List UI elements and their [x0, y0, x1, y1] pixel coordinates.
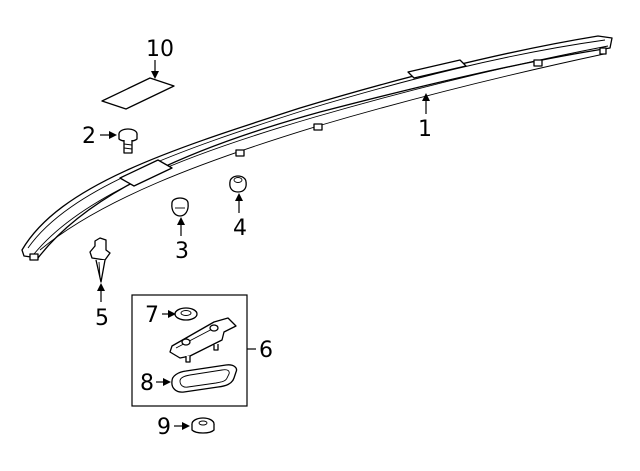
pad-part [101, 77, 175, 110]
callout-8: 8 [140, 371, 154, 396]
bracket-part [169, 317, 237, 363]
gasket-part [171, 364, 238, 393]
callout-5: 5 [95, 306, 109, 331]
nut-part [191, 417, 215, 434]
bracket-assembly-box [131, 294, 248, 407]
callout-6: 6 [259, 338, 273, 363]
washer-part [174, 307, 198, 321]
bolt-part [118, 128, 138, 154]
callout-3: 3 [175, 239, 189, 264]
callout-2: 2 [82, 124, 96, 149]
retainer-part [89, 237, 111, 283]
callout-7: 7 [145, 303, 159, 328]
clip-part-4 [229, 175, 247, 193]
callout-9: 9 [157, 415, 171, 440]
clip-part-3 [171, 197, 189, 217]
callout-10: 10 [146, 37, 174, 62]
callout-1: 1 [418, 117, 432, 142]
callout-4: 4 [233, 216, 247, 241]
roof-rail-part [21, 35, 613, 261]
